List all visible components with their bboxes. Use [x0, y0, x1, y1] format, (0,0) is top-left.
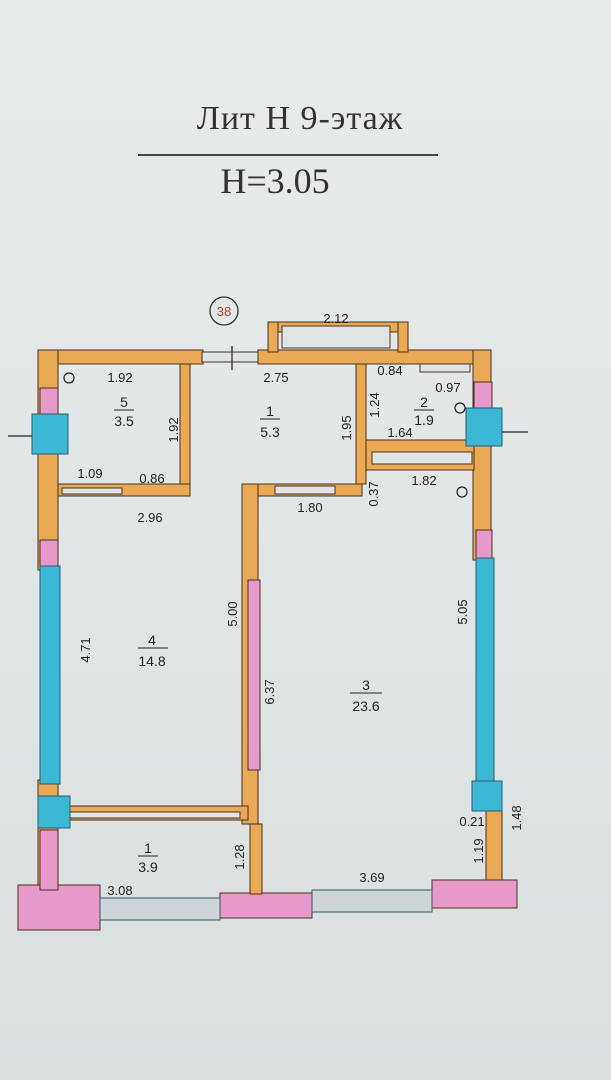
markers	[8, 346, 528, 498]
marker-circle	[454, 402, 466, 414]
balcony-num: 1	[144, 840, 152, 856]
wall-segment	[281, 325, 391, 349]
ceiling-height: H=3.05	[220, 161, 330, 201]
wall-bottom-left	[17, 884, 101, 931]
room-2-area: 1.9	[414, 412, 434, 428]
wall-segment	[475, 529, 493, 561]
dimension-label: 2.75	[263, 370, 288, 385]
room-5-num: 5	[120, 394, 128, 410]
marker-circle	[456, 486, 468, 498]
apartment-number: 38	[217, 304, 231, 319]
dimension-label: 1.28	[232, 844, 247, 869]
dimension-label: 1.92	[107, 370, 132, 385]
dimension-labels: 2.12 1.92 2.75 0.84 0.97 1.64 1.09 0.86 …	[77, 311, 524, 898]
window-right-long	[475, 557, 495, 784]
wall-balcony-sep	[249, 823, 263, 895]
wall-top-left	[37, 349, 204, 365]
apartment-number-circle	[209, 296, 239, 326]
door-gap-top	[201, 351, 259, 363]
wall-right-lower	[485, 804, 503, 886]
dimension-label: 1.09	[77, 466, 102, 481]
dimension-label: 1.64	[387, 425, 412, 440]
plan-title: Лит Н 9-этаж	[196, 100, 404, 137]
dimension-label: 1.92	[166, 417, 181, 442]
wall-segment	[419, 363, 471, 373]
wall-box-left	[267, 321, 279, 353]
windows	[31, 407, 503, 921]
dimension-label: 1.48	[509, 805, 524, 830]
dimension-label: 2.96	[137, 510, 162, 525]
wall-segment	[61, 487, 123, 495]
wall-segment	[371, 451, 473, 465]
dimension-label: 2.12	[323, 311, 348, 326]
dimension-label: 0.97	[435, 380, 460, 395]
walls	[17, 321, 518, 931]
dimension-label: 5.05	[455, 599, 470, 624]
dimension-label: 0.86	[139, 471, 164, 486]
dimension-label: 3.69	[359, 870, 384, 885]
wall-bottom-mid	[219, 892, 313, 919]
wall-segment	[69, 811, 241, 819]
dimension-label: 1.82	[411, 473, 436, 488]
dimension-label: 0.84	[377, 363, 402, 378]
wall-segment	[39, 539, 59, 569]
balcony-area: 3.9	[138, 859, 158, 875]
room-1-num: 1	[266, 403, 274, 419]
window-right-bottom	[471, 780, 503, 812]
wall-bottom-right	[431, 879, 518, 909]
dimension-label: 3.08	[107, 883, 132, 898]
room-3-num: 3	[362, 677, 370, 693]
wall-wc-left	[355, 363, 367, 485]
room-5-area: 3.5	[114, 413, 134, 429]
wall-bath-right	[179, 363, 191, 495]
window-left-long	[39, 565, 61, 785]
dimension-label: 4.71	[78, 637, 93, 662]
room-4-area: 14.8	[138, 653, 165, 669]
window-left-bottom	[37, 795, 71, 829]
dimension-label: 1.19	[471, 838, 486, 863]
window-bottom-left	[99, 897, 221, 921]
dimension-label: 1.80	[297, 500, 322, 515]
dimension-label: 0.37	[366, 481, 381, 506]
wall-segment	[39, 829, 59, 891]
dimension-label: 1.24	[367, 392, 382, 417]
room-1-area: 5.3	[260, 424, 280, 440]
window-bottom-right	[311, 889, 433, 913]
marker-circle	[63, 372, 75, 384]
dimension-label: 0.21	[459, 814, 484, 829]
dimension-label: 5.00	[225, 601, 240, 626]
wall-left-upper	[37, 349, 59, 571]
room-3-area: 23.6	[352, 698, 379, 714]
title-divider	[138, 154, 438, 156]
wall-box-right	[397, 321, 409, 353]
room-2-num: 2	[420, 394, 428, 410]
window-right-top	[465, 407, 503, 447]
wall-partition-pink	[247, 579, 261, 771]
room-labels: 5 3.5 1 5.3 2 1.9 4 14.8 3 23.6 1 3.9	[114, 394, 434, 875]
wall-segment	[473, 381, 493, 411]
wall-top-right	[257, 349, 491, 365]
window-left-top	[31, 413, 69, 455]
dimension-label: 1.95	[339, 415, 354, 440]
dimension-label: 6.37	[262, 679, 277, 704]
room-4-num: 4	[148, 632, 156, 648]
wall-segment	[274, 485, 336, 495]
